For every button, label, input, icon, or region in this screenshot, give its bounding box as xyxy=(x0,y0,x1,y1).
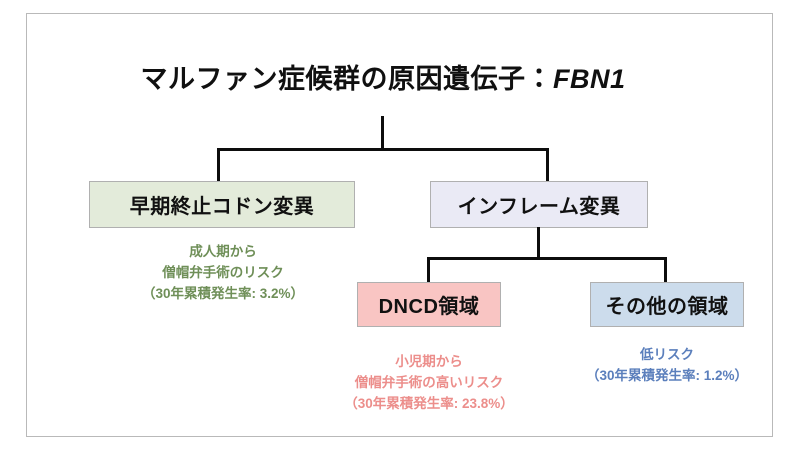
connector-level2-left-drop xyxy=(427,257,430,285)
note-ptc-line-1: 成人期から xyxy=(189,244,257,259)
note-dncd-line-3: （30年累積発生率: 23.8%） xyxy=(344,395,514,411)
note-other-risk: 低リスク （30年累積発生率: 1.2%） xyxy=(549,345,785,387)
title-text: マルファン症候群の原因遺伝子： xyxy=(140,64,553,94)
connector-level1-bar xyxy=(217,148,549,151)
note-dncd-risk: 小児期から 僧帽弁手術の高いリスク （30年累積発生率: 23.8%） xyxy=(319,352,539,415)
node-dncd-region[interactable]: DNCD領域 xyxy=(357,282,501,327)
note-ptc-line-2: 僧帽弁手術のリスク xyxy=(162,264,284,280)
node-premature-termination-codon[interactable]: 早期終止コドン変異 xyxy=(89,181,355,228)
note-other-line-1: 低リスク xyxy=(640,347,694,362)
connector-level1-right-drop xyxy=(546,148,549,182)
note-ptc-risk: 成人期から 僧帽弁手術のリスク （30年累積発生率: 3.2%） xyxy=(107,242,339,305)
connector-root-stem xyxy=(381,116,384,150)
note-ptc-line-3: （30年累積発生率: 3.2%） xyxy=(141,285,305,301)
connector-level1-left-drop xyxy=(217,148,220,182)
page-title: マルファン症候群の原因遺伝子：FBN1 xyxy=(63,57,703,96)
node-other-region[interactable]: その他の領域 xyxy=(590,282,744,327)
node-ptc-label: 早期終止コドン変異 xyxy=(129,196,315,218)
connector-inframe-stem xyxy=(537,227,540,259)
connector-level2-bar xyxy=(427,257,667,260)
node-inframe-mutation[interactable]: インフレーム変異 xyxy=(430,181,648,228)
title-gene-name: FBN1 xyxy=(552,64,626,94)
node-inframe-label: インフレーム変異 xyxy=(457,196,621,218)
note-dncd-line-2: 僧帽弁手術の高いリスク xyxy=(354,374,504,390)
node-dncd-label: DNCD領域 xyxy=(378,296,480,318)
connector-level2-right-drop xyxy=(664,257,667,285)
slide-frame: マルファン症候群の原因遺伝子：FBN1 早期終止コドン変異 インフレーム変異 D… xyxy=(26,13,773,437)
node-other-label: その他の領域 xyxy=(605,296,729,318)
note-other-line-2: （30年累積発生率: 1.2%） xyxy=(585,367,749,383)
note-dncd-line-1: 小児期から xyxy=(395,354,463,369)
